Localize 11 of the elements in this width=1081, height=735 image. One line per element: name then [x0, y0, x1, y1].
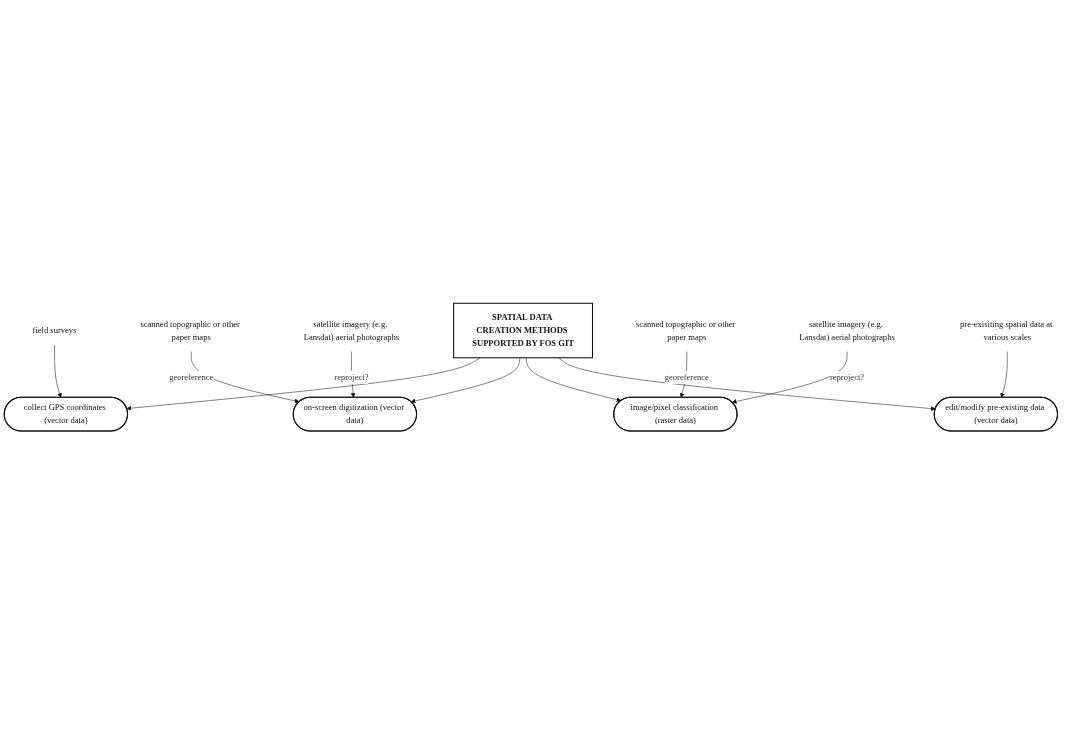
edge-label: georeference — [169, 373, 214, 383]
node-text: field surveys — [32, 326, 77, 336]
node-text: satellite imagery (e.g. Lansdat) aerial photographs — [799, 319, 895, 342]
node-text: pre-exisiting spatial data at various scales — [960, 319, 1053, 342]
node-text: scanned topographic or other paper maps — [636, 319, 736, 342]
node-text: scanned topographic or other paper maps — [140, 319, 240, 342]
edge-label: reproject? — [334, 373, 369, 383]
edge-label: reproject? — [829, 373, 865, 383]
node-box: SPATIAL DATA CREATION METHODS SUPPORTED BY FOS GIT — [453, 303, 594, 359]
edge-label: georeference — [664, 373, 709, 383]
node-text: satellite imagery (e.g. Lansdat) aerial photographs — [303, 319, 400, 342]
